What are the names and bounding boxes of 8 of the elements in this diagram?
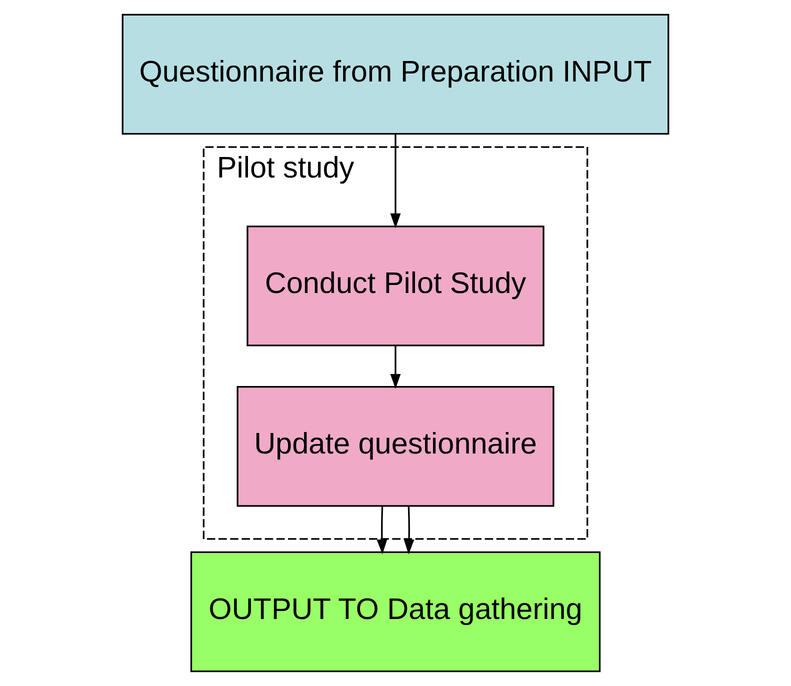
node-box: Update questionnaire [236, 386, 554, 507]
arrow [390, 346, 401, 389]
arrow [404, 506, 414, 554]
arrow [390, 134, 401, 228]
node-box: Conduct Pilot Study [246, 226, 544, 346]
node-box: OUTPUT TO Data gathering [190, 551, 601, 672]
arrow [376, 506, 388, 554]
node-box: Questionnaire from Preparation INPUT [122, 14, 670, 135]
